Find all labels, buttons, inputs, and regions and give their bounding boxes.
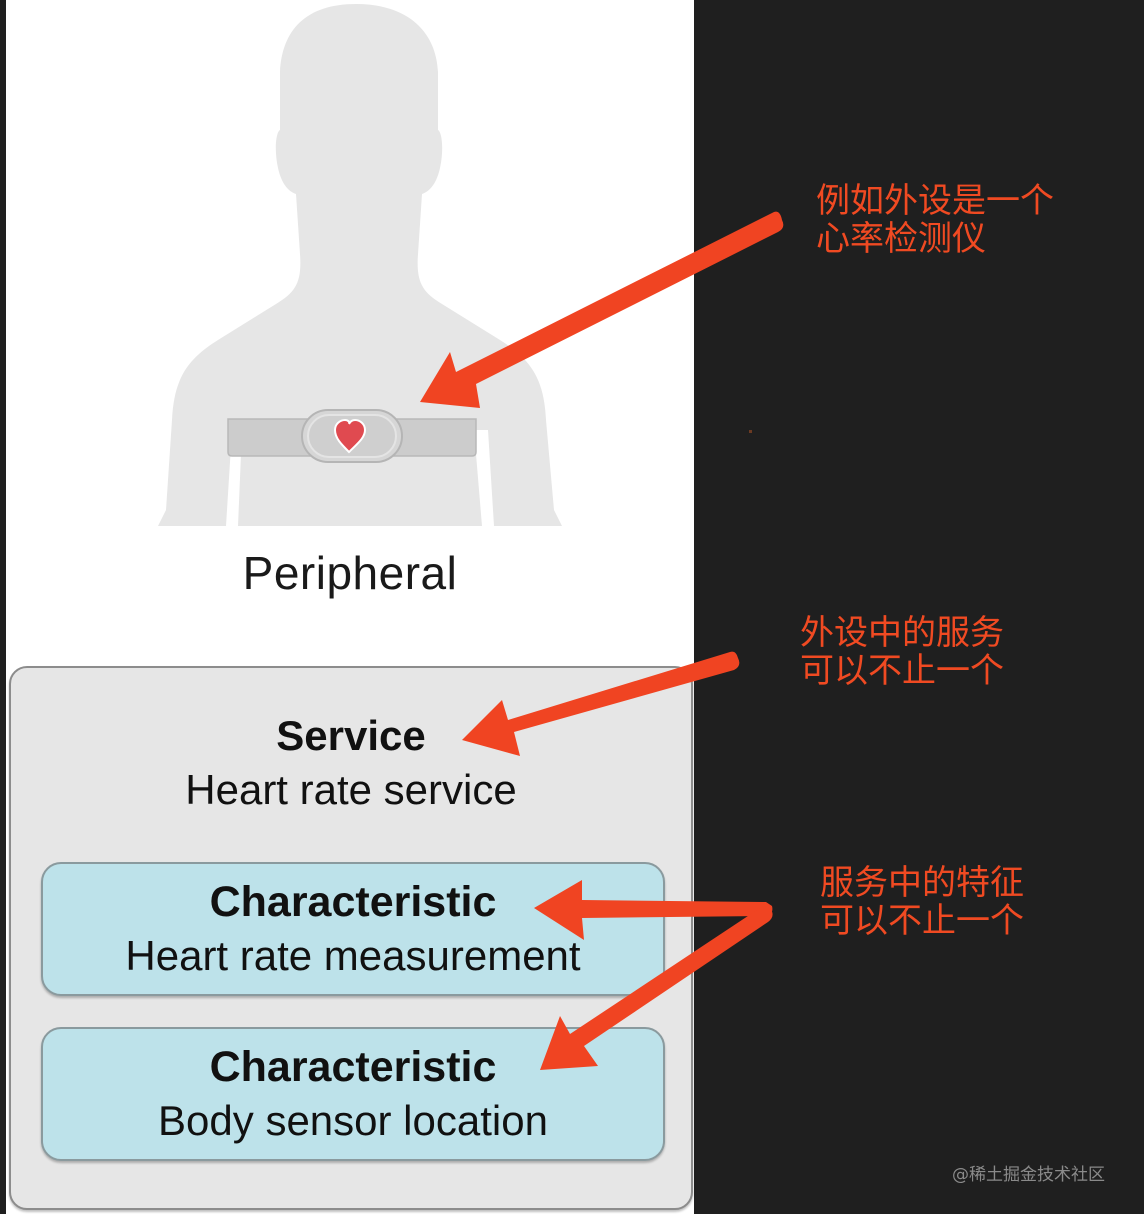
characteristic-title: Characteristic bbox=[209, 1043, 497, 1091]
speck bbox=[749, 430, 752, 433]
left-border bbox=[0, 0, 6, 1214]
peripheral-label: Peripheral bbox=[242, 547, 458, 599]
annotation-characteristics: 服务中的特征 可以不止一个 bbox=[820, 863, 1024, 941]
characteristic-name: Heart rate measurement bbox=[125, 932, 581, 979]
person-silhouette-icon bbox=[158, 4, 562, 526]
characteristic-title: Characteristic bbox=[209, 878, 497, 926]
annotation-peripheral: 例如外设是一个 心率检测仪 bbox=[816, 181, 1054, 259]
characteristic-box: Characteristic Heart rate measurement bbox=[41, 862, 665, 996]
figure-panel: Peripheral Service Heart rate service Ch… bbox=[6, 0, 694, 1214]
service-name: Heart rate service bbox=[185, 766, 517, 813]
watermark: @稀土掘金技术社区 bbox=[952, 1165, 1105, 1185]
service-box: Service Heart rate service Characteristi… bbox=[9, 666, 693, 1210]
characteristic-name: Body sensor location bbox=[158, 1097, 548, 1144]
service-title: Service bbox=[276, 712, 426, 759]
characteristic-box: Characteristic Body sensor location bbox=[41, 1027, 665, 1161]
annotation-services: 外设中的服务 可以不止一个 bbox=[800, 613, 1004, 691]
heart-icon bbox=[333, 418, 367, 454]
